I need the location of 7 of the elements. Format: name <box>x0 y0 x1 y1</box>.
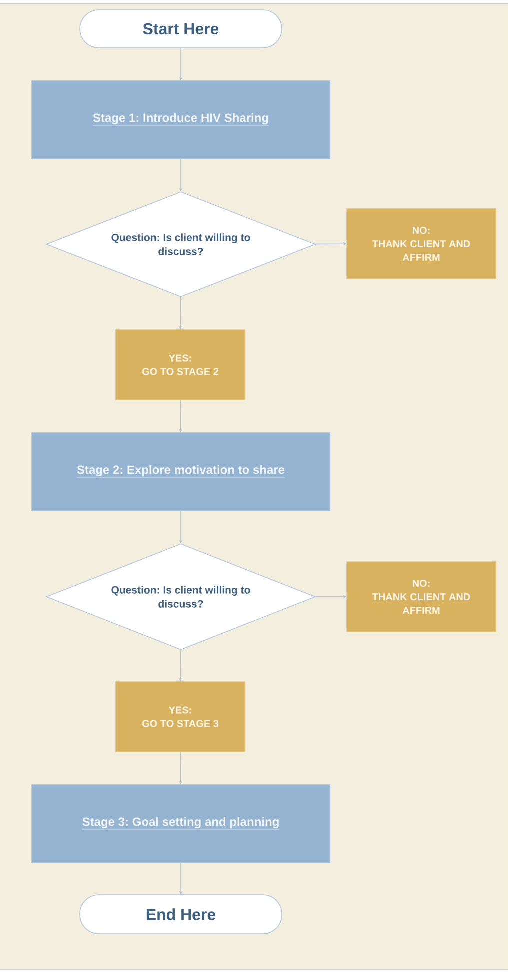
process-box: Stage 2: Explore motivation to share <box>32 432 330 512</box>
process-box: Stage 1: Introduce HIV Sharing <box>32 80 330 160</box>
outcome-box: YES: GO TO STAGE 3 <box>116 682 246 752</box>
process-box: Stage 3: Goal setting and planning <box>32 784 330 864</box>
outcome-box: YES: GO TO STAGE 2 <box>116 330 246 400</box>
outcome-box: NO: THANK CLIENT AND AFFIRM <box>346 562 496 632</box>
outcome-box: NO: THANK CLIENT AND AFFIRM <box>346 208 496 280</box>
